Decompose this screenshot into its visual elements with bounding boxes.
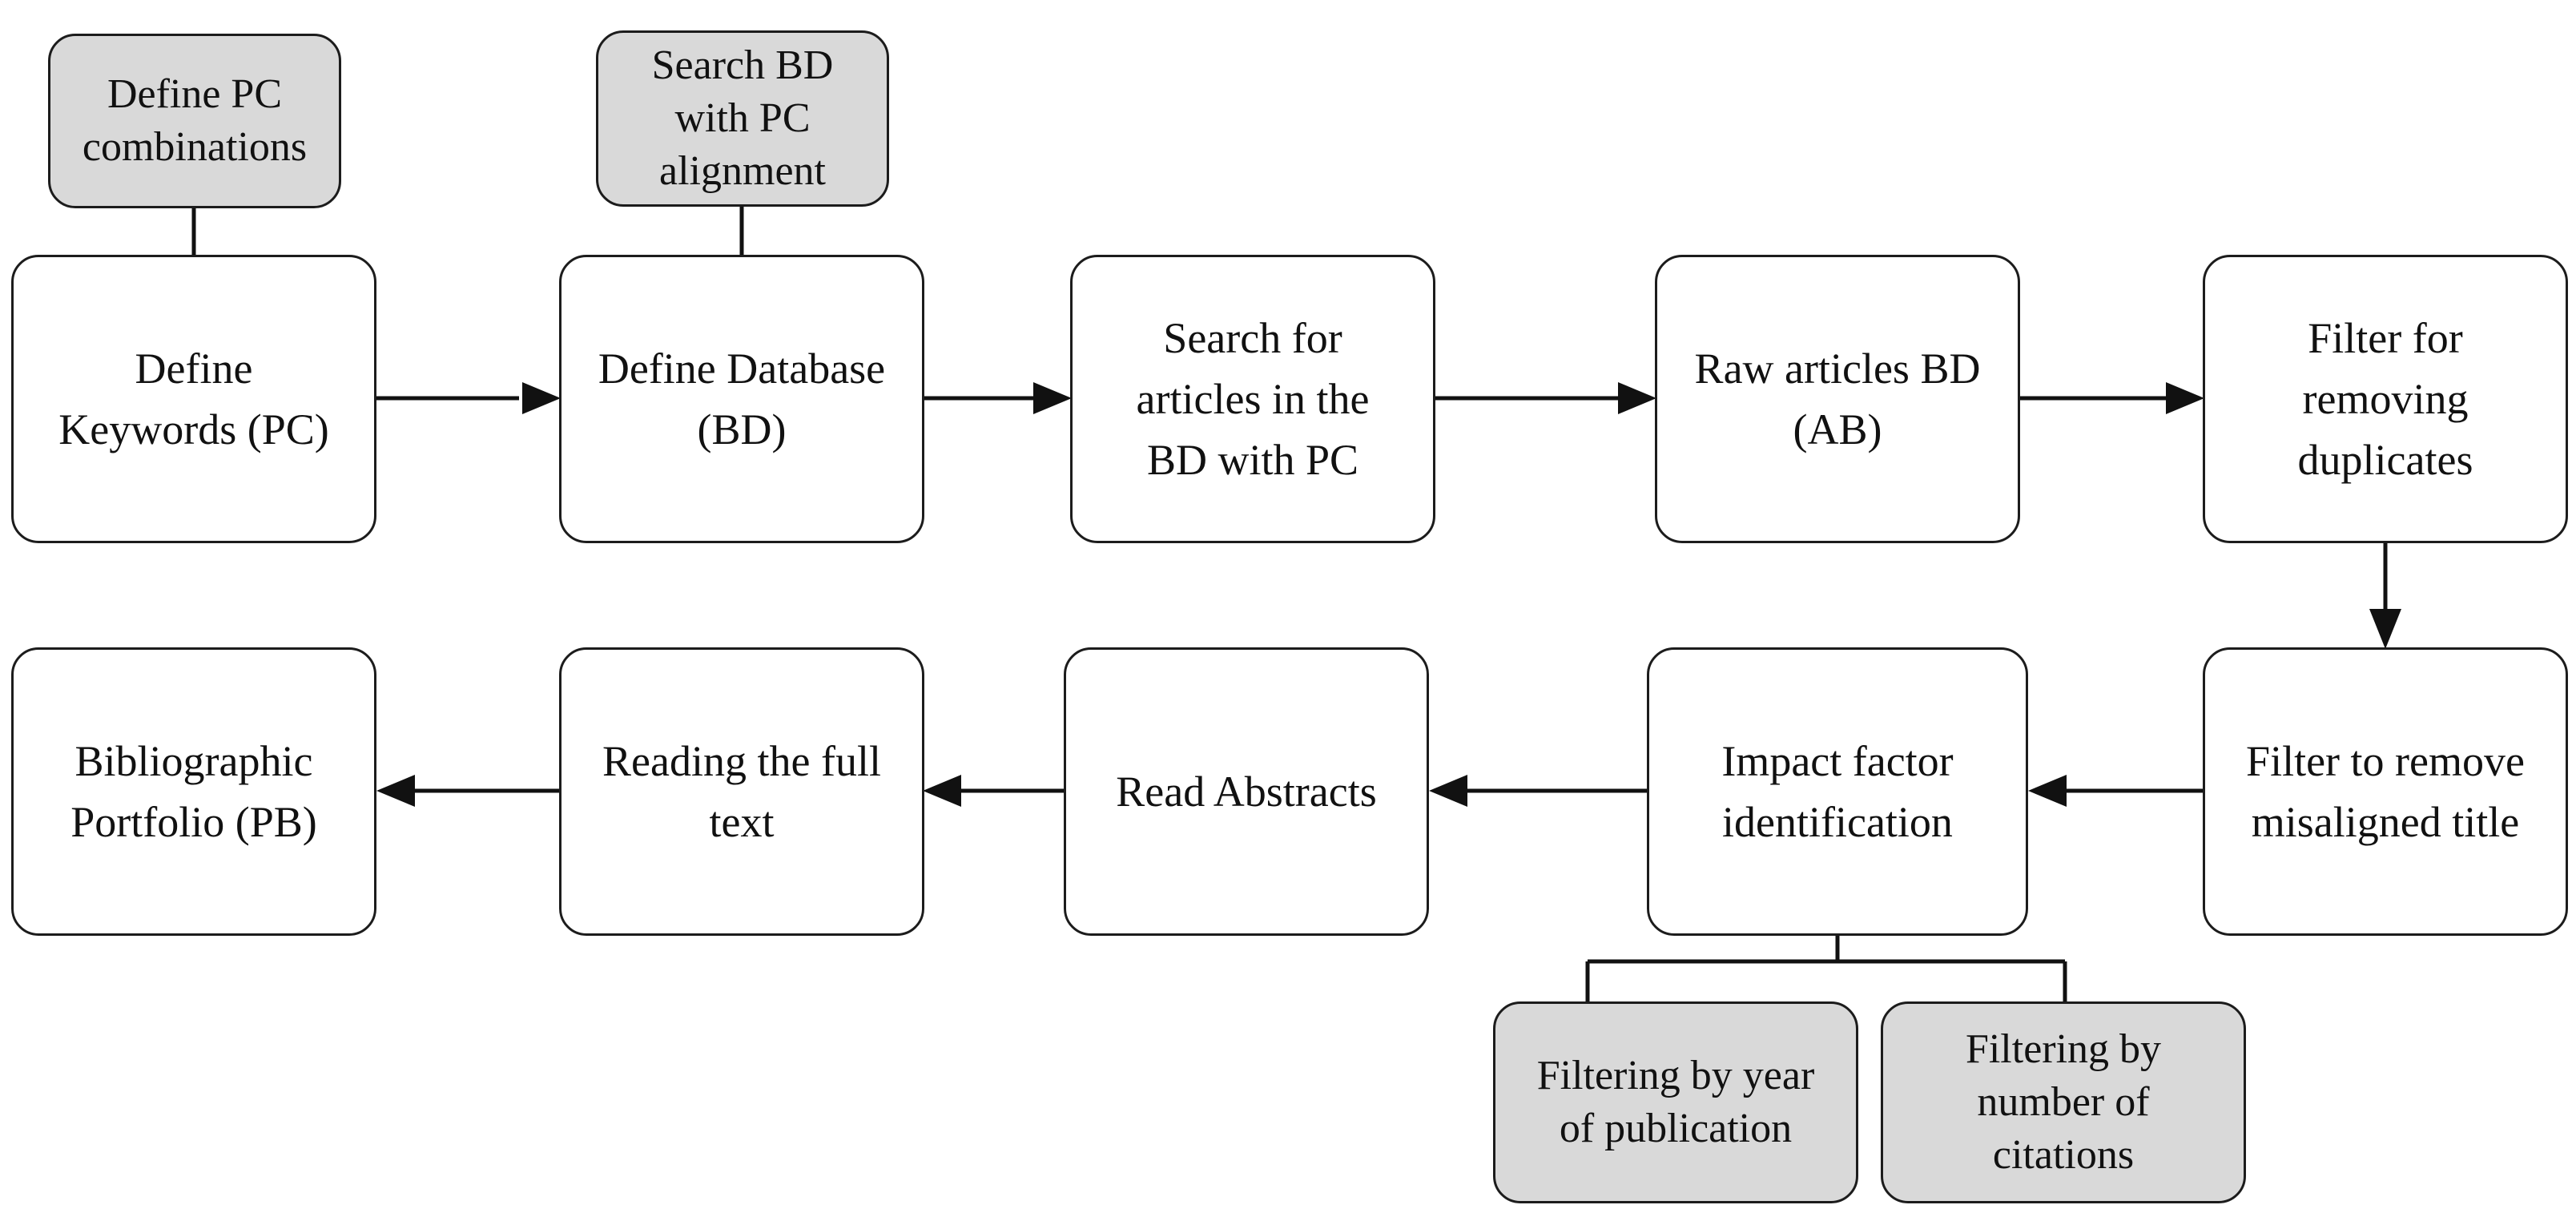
arrowhead-impact-to-abstracts xyxy=(1429,775,1467,807)
node-filter-misaligned-label: Filter to remove misaligned title xyxy=(2246,737,2525,846)
arrowhead-abstracts-to-fulltext xyxy=(923,775,961,807)
node-reading-full-text-label: Reading the full text xyxy=(602,737,881,846)
node-filter-misaligned: Filter to remove misaligned title xyxy=(2203,647,2568,936)
node-filter-citations: Filtering by number of citations xyxy=(1881,1001,2246,1203)
arrowhead-duplicates-to-misaligned xyxy=(2369,609,2401,649)
node-define-pc-combinations: Define PC combinations xyxy=(48,34,341,208)
node-define-database-label: Define Database (BD) xyxy=(598,345,886,453)
arrowhead-keywords-to-database xyxy=(522,382,561,414)
node-filter-citations-label: Filtering by number of citations xyxy=(1965,1026,2162,1178)
node-search-bd-pc-alignment: Search BD with PC alignment xyxy=(596,30,889,207)
node-bibliographic-portfolio-label: Bibliographic Portfolio (PB) xyxy=(70,737,317,846)
node-filter-duplicates-label: Filter for removing duplicates xyxy=(2297,314,2473,484)
arrowhead-fulltext-to-portfolio xyxy=(376,775,415,807)
node-filter-duplicates: Filter for removing duplicates xyxy=(2203,255,2568,543)
node-impact-factor-label: Impact factor identification xyxy=(1721,737,1954,846)
node-bibliographic-portfolio: Bibliographic Portfolio (PB) xyxy=(11,647,376,936)
node-impact-factor: Impact factor identification xyxy=(1647,647,2028,936)
node-raw-articles: Raw articles BD (AB) xyxy=(1655,255,2020,543)
node-search-articles: Search for articles in the BD with PC xyxy=(1070,255,1435,543)
node-filter-year-label: Filtering by year of publication xyxy=(1536,1053,1815,1151)
arrowhead-search-to-raw xyxy=(1618,382,1656,414)
node-filter-year: Filtering by year of publication xyxy=(1493,1001,1858,1203)
node-raw-articles-label: Raw articles BD (AB) xyxy=(1694,345,1981,453)
node-search-bd-pc-alignment-label: Search BD with PC alignment xyxy=(651,42,834,194)
node-define-keywords-label: Define Keywords (PC) xyxy=(58,345,329,453)
arrowhead-raw-to-duplicates xyxy=(2166,382,2204,414)
node-read-abstracts-label: Read Abstracts xyxy=(1116,768,1377,816)
node-read-abstracts: Read Abstracts xyxy=(1064,647,1429,936)
arrowhead-misaligned-to-impact xyxy=(2028,775,2067,807)
node-reading-full-text: Reading the full text xyxy=(559,647,924,936)
node-define-pc-combinations-label: Define PC combinations xyxy=(82,71,308,170)
node-search-articles-label: Search for articles in the BD with PC xyxy=(1136,314,1370,484)
arrowhead-database-to-search xyxy=(1033,382,1072,414)
node-define-keywords: Define Keywords (PC) xyxy=(11,255,376,543)
node-define-database: Define Database (BD) xyxy=(559,255,924,543)
